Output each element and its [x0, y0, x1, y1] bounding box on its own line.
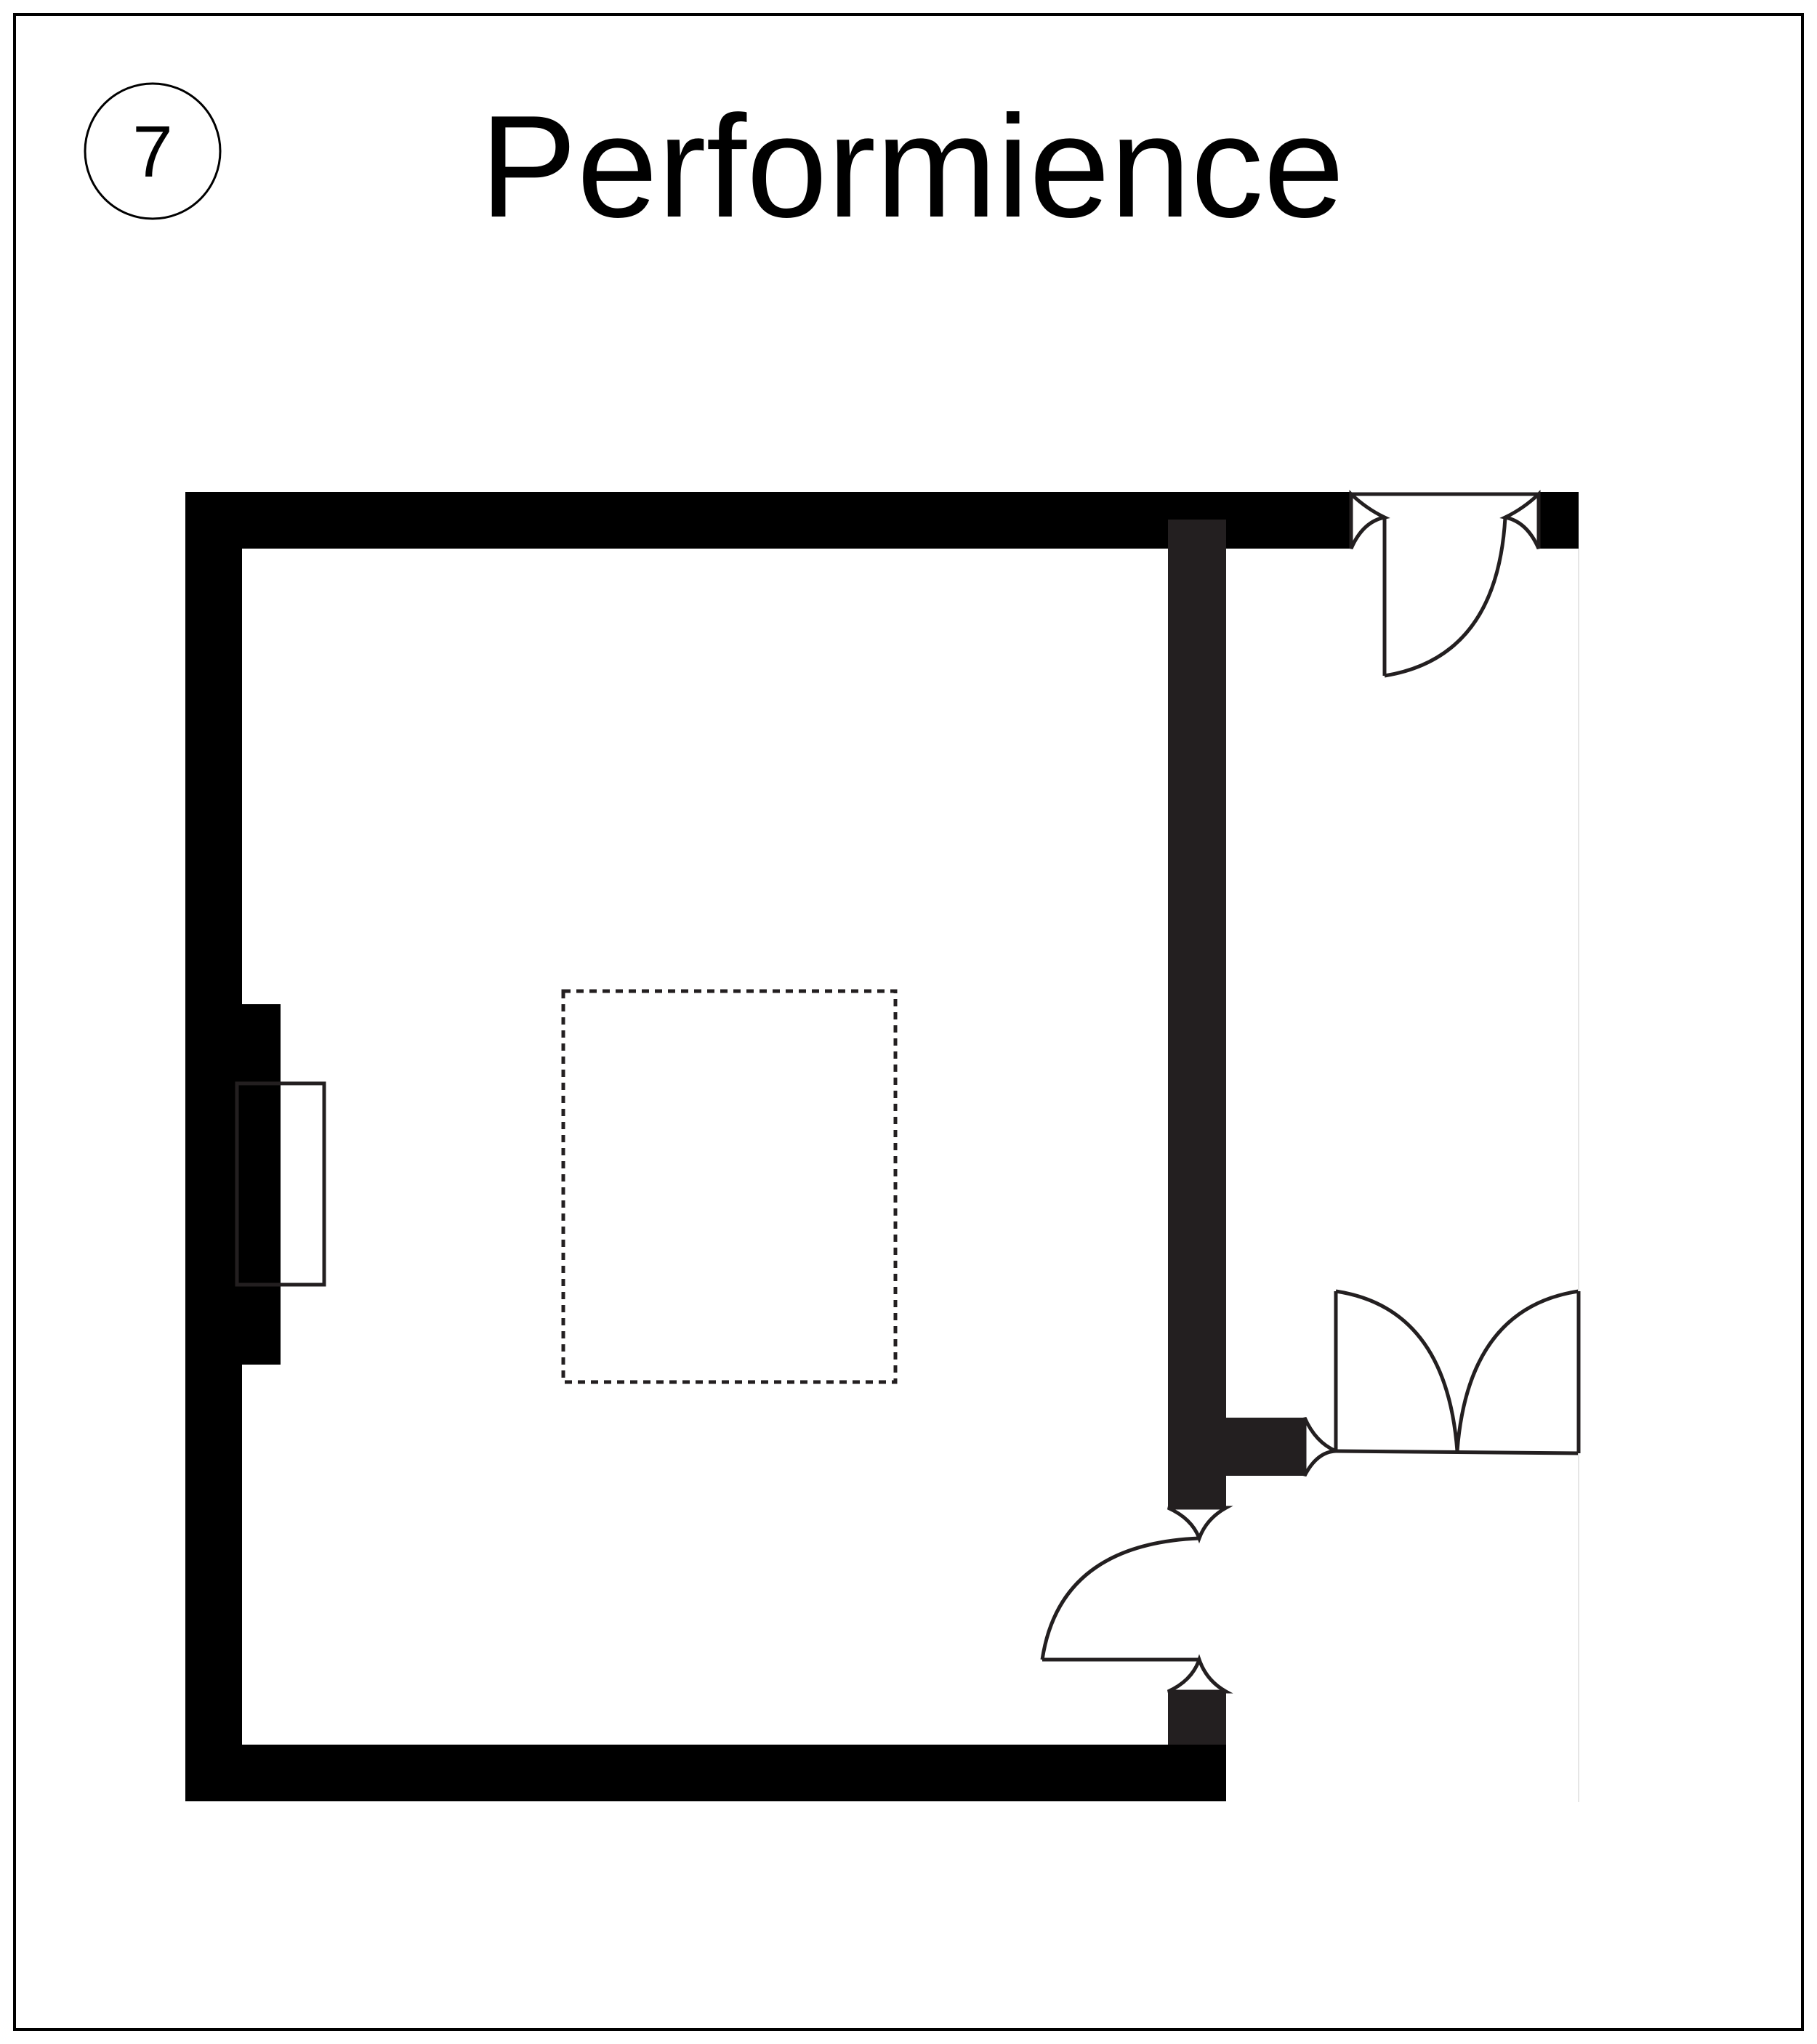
wall-fixture	[235, 1081, 326, 1287]
door-top-jamb-right	[1499, 490, 1541, 550]
partition-wall	[1168, 520, 1305, 1745]
door-lower	[1040, 1506, 1233, 1694]
room-walls	[185, 492, 1579, 1801]
partition-stub	[1226, 1418, 1305, 1476]
door-top-swing-arc	[1384, 517, 1507, 678]
partition-lower	[1168, 1692, 1226, 1745]
wall-top-right-stub	[1539, 492, 1579, 549]
page-frame	[13, 13, 1804, 2031]
room-number-badge: 7	[84, 82, 222, 220]
wall-left-thickening	[242, 1004, 281, 1365]
wall-left	[185, 492, 242, 1801]
double-door-arc-left	[1335, 1289, 1459, 1452]
door-lower-jamb-bottom	[1167, 1654, 1233, 1694]
double-door-right	[1302, 1289, 1581, 1477]
door-lower-swing-arc	[1040, 1536, 1200, 1660]
wall-top	[185, 492, 1351, 549]
room-number: 7	[132, 111, 173, 193]
dashed-area	[561, 989, 898, 1384]
partition-upper	[1168, 520, 1226, 1508]
wall-bottom	[185, 1745, 1226, 1801]
door-lower-jamb-top	[1167, 1506, 1233, 1544]
diagram-title: Performience	[480, 86, 1344, 248]
door-top-jamb-left	[1349, 490, 1390, 550]
double-door-jamb	[1302, 1416, 1337, 1477]
double-door-sill	[1335, 1449, 1579, 1455]
double-door-arc-right	[1455, 1289, 1579, 1452]
room-number-circle	[84, 82, 222, 220]
door-top-right	[1349, 490, 1541, 678]
